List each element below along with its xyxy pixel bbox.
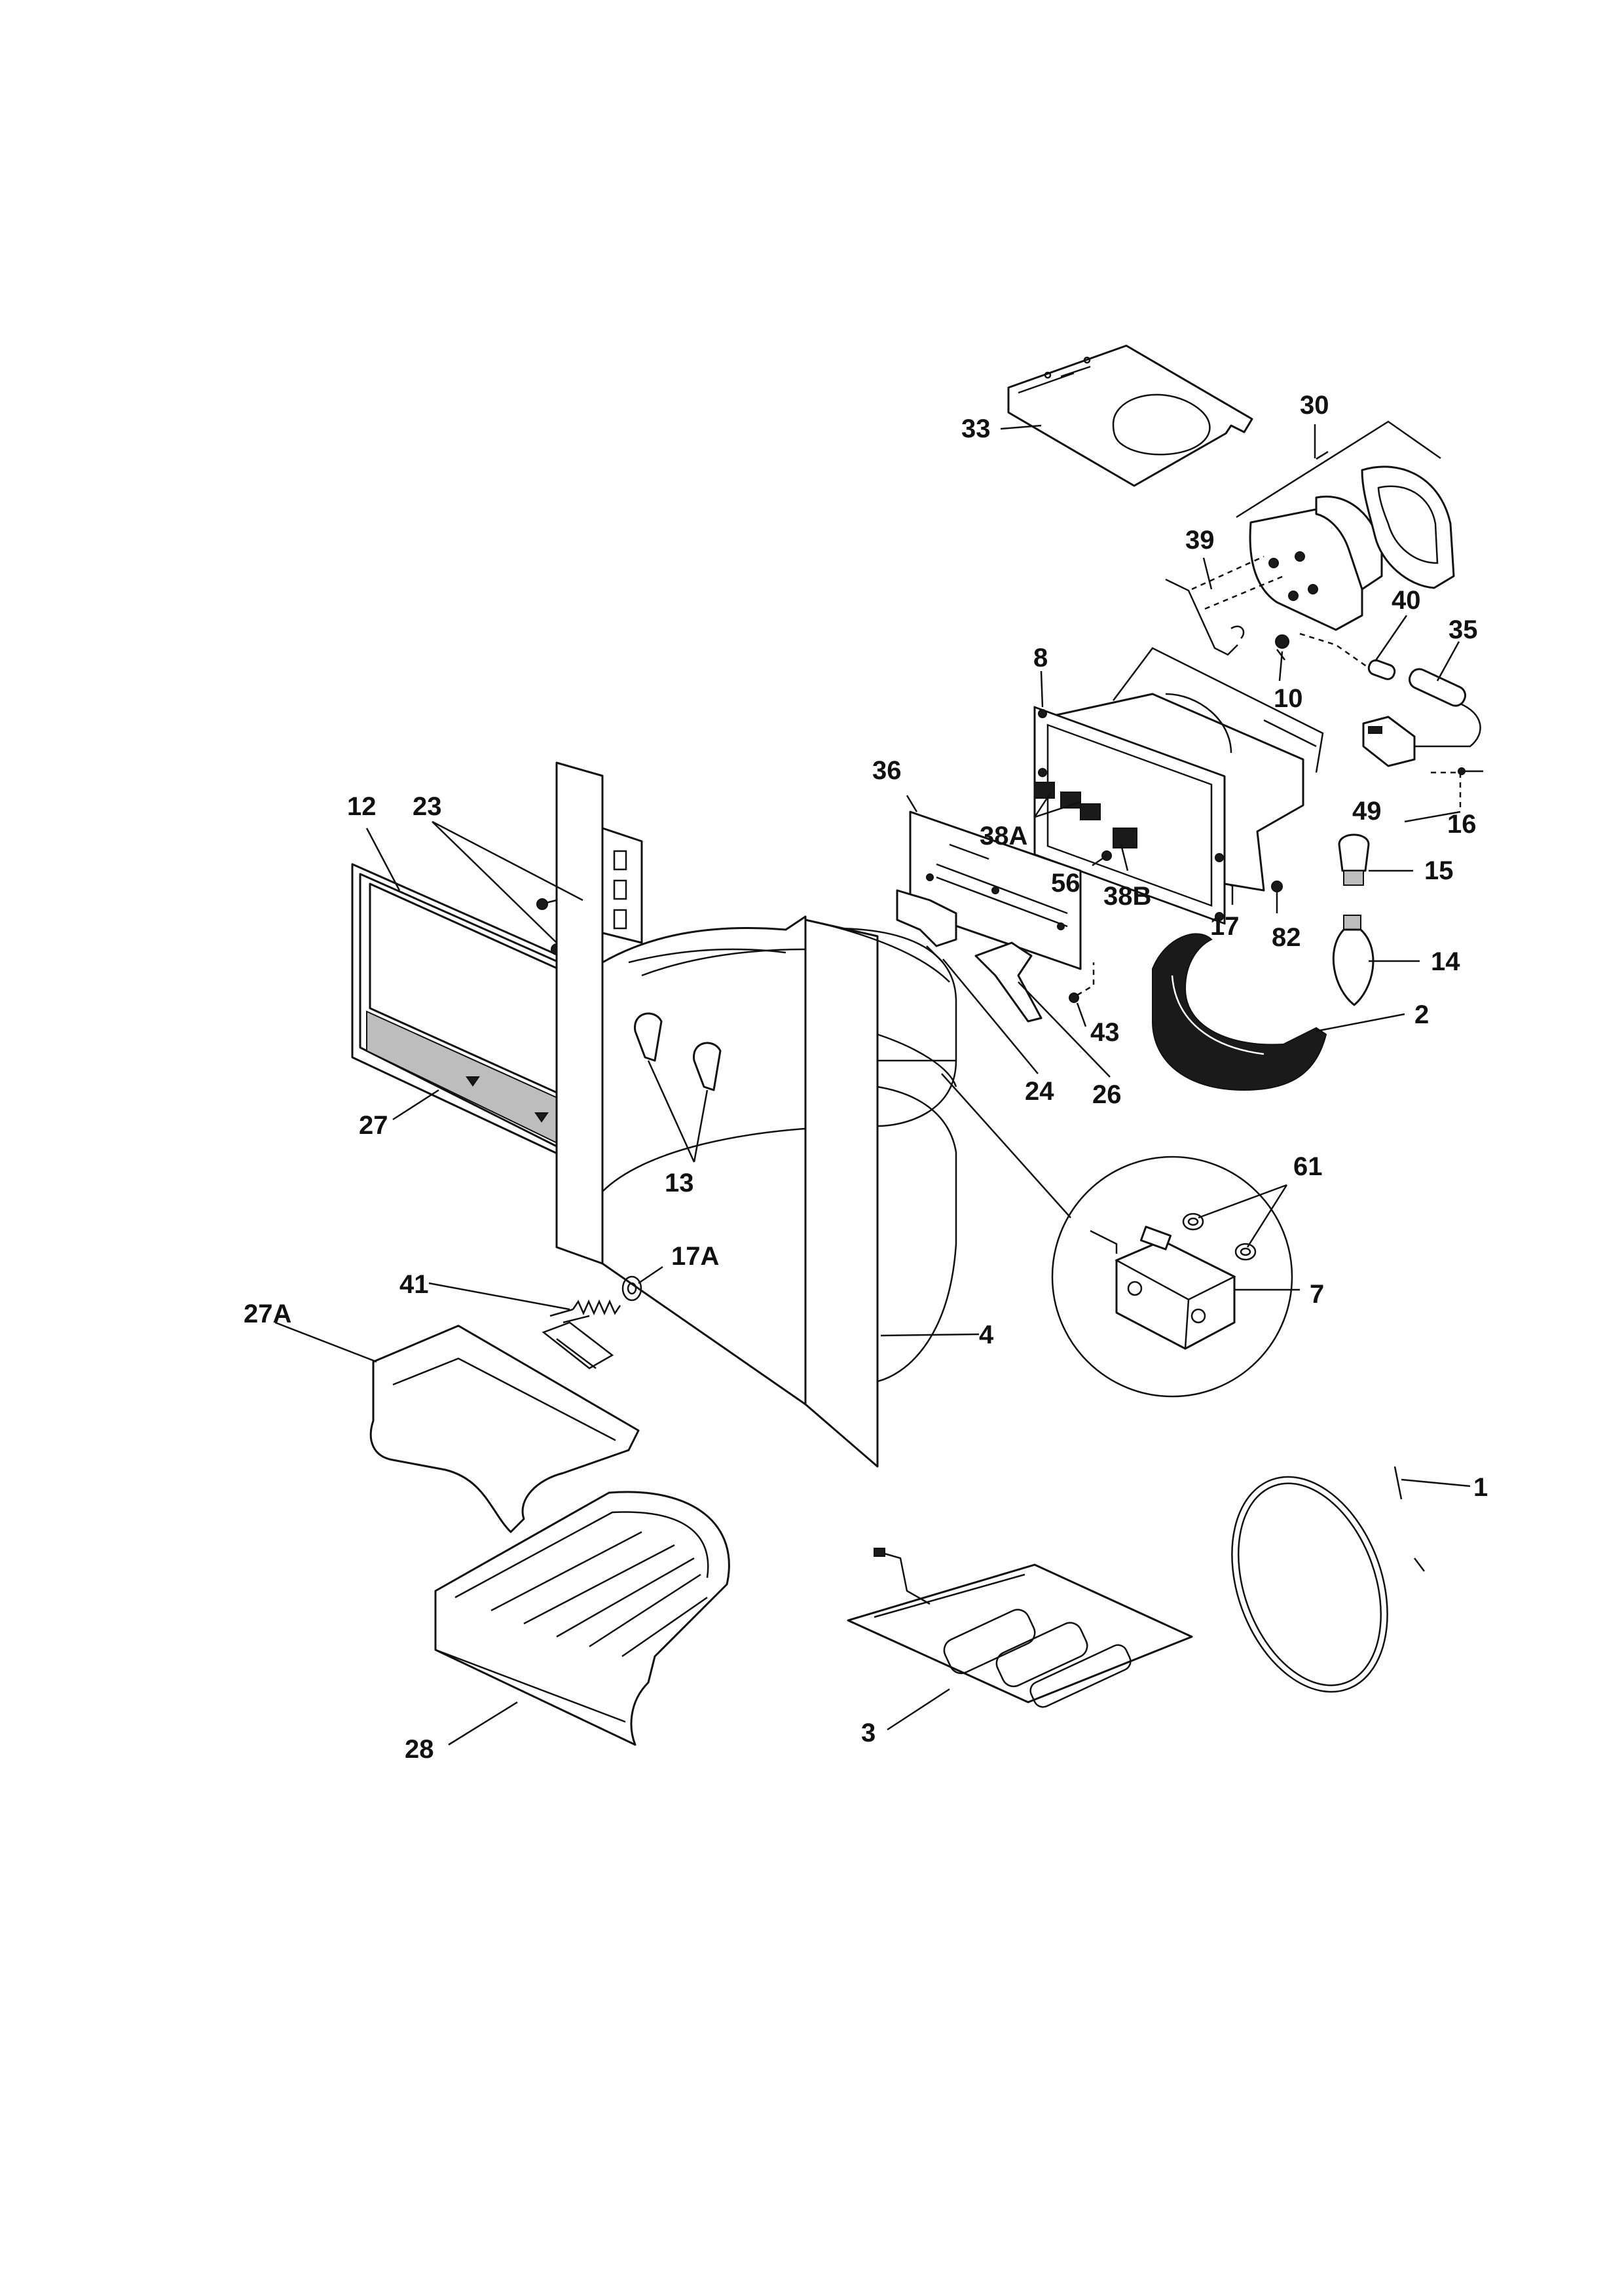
callout-17A: 17 <box>1210 912 1240 941</box>
callout-39: 39 <box>1185 526 1215 555</box>
callout-4: 4 <box>979 1321 994 1349</box>
detail-circle <box>941 1073 1293 1398</box>
callout-26: 23 <box>413 792 442 821</box>
callout-14: 12 <box>347 792 377 821</box>
part-30-chute-assembly <box>1236 420 1455 631</box>
callout-56: 56 <box>1051 869 1080 898</box>
callout-16: 15 <box>1424 856 1454 885</box>
part-13-washer <box>621 1275 642 1302</box>
callout-3: 3 <box>861 1719 876 1747</box>
callout-17: 16 <box>1447 810 1477 839</box>
callout-27A: 26 <box>1092 1080 1122 1109</box>
callout-35: 35 <box>1449 615 1478 644</box>
part-35-solenoid <box>1408 668 1481 748</box>
callout-41: 41 <box>399 1270 429 1299</box>
part-41-spring <box>549 1299 621 1317</box>
callout-38B: 38B <box>1103 882 1151 911</box>
part-24-paddle <box>369 1315 640 1533</box>
callout-24: 27A <box>244 1300 291 1328</box>
part-23-drip-tray <box>434 1491 730 1746</box>
part-43-screw <box>1069 962 1095 1003</box>
part-2-ice-chute <box>1152 933 1327 1091</box>
part-39-wire-spring <box>1165 555 1284 656</box>
callout-38A: 38A <box>980 822 1027 850</box>
part-12-hooks <box>634 1012 722 1091</box>
callout-30: 30 <box>1300 391 1329 420</box>
part-4-dispenser-housing <box>555 761 957 1468</box>
part-3-heater-pad <box>847 1548 1193 1708</box>
callout-82: 82 <box>1272 923 1301 952</box>
part-38B-switch <box>1113 828 1137 848</box>
callout-7: 7 <box>1310 1280 1324 1309</box>
part-15-bulb <box>1332 915 1375 1006</box>
callout-13: 17A <box>671 1242 719 1271</box>
callout-43: 43 <box>1090 1018 1120 1047</box>
leader-lines <box>274 424 1471 1746</box>
callout-8: 8 <box>1033 644 1048 672</box>
callout-61: 61 <box>1293 1152 1323 1181</box>
part-10-spring <box>1275 634 1289 661</box>
part-36-control-board <box>909 811 1082 970</box>
part-61-nuts <box>1182 1212 1257 1261</box>
callout-15: 14 <box>1431 947 1460 976</box>
callout-2: 2 <box>1414 1000 1429 1029</box>
part-17-screw <box>1458 767 1483 775</box>
part-16-lamp-socket <box>1338 833 1370 886</box>
part-40-plunger <box>1299 632 1396 680</box>
callout-labels: 33 30 39 40 35 10 8 36 38A 56 38B 49 16 … <box>244 391 1488 1764</box>
part-1-heater-loop <box>1231 1466 1425 1693</box>
callout-49: 49 <box>1352 797 1382 826</box>
callout-12: 13 <box>665 1169 694 1197</box>
part-8-housing <box>1033 647 1324 925</box>
callout-28: 27 <box>359 1111 388 1140</box>
callout-23: 28 <box>405 1735 434 1764</box>
part-82-screw <box>1271 881 1283 913</box>
part-14-display-panel <box>366 883 577 1154</box>
part-27A-lever <box>974 941 1043 1023</box>
callout-36: 36 <box>872 756 902 785</box>
callout-1: 1 <box>1473 1473 1488 1502</box>
callout-40: 40 <box>1392 586 1421 615</box>
callout-10: 10 <box>1274 684 1303 713</box>
callout-27: 24 <box>1025 1077 1054 1106</box>
part-33-top-plate <box>1007 344 1253 487</box>
callout-33: 33 <box>961 414 991 443</box>
part-7-microswitch <box>1090 1226 1236 1350</box>
part-38A-switches <box>1034 782 1101 820</box>
